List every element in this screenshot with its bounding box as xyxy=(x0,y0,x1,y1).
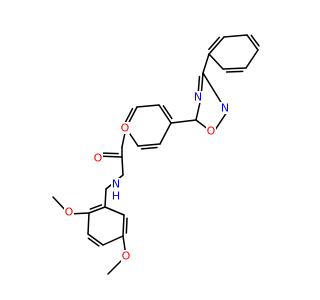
bond-b3-b4-second-line xyxy=(124,107,134,125)
atom-label-O-methoxy-lower: O xyxy=(122,250,131,263)
bond-a5-a6-second-line xyxy=(225,70,244,73)
bond-c2-c3 xyxy=(87,212,90,235)
bond-group xyxy=(52,34,260,275)
bond-b5-b6-second-line xyxy=(140,146,158,150)
bond-c5-c6 xyxy=(122,214,125,237)
bond-a6-a1 xyxy=(208,53,224,70)
bond-a1-a2 xyxy=(208,36,225,55)
bond-a5-a6 xyxy=(222,67,247,70)
bond-a2-a3 xyxy=(223,34,248,38)
bond-b1-b2 xyxy=(158,104,172,124)
bond-b2-b3 xyxy=(136,104,160,108)
bond-b6-b1 xyxy=(159,122,172,145)
bond-c1-c2 xyxy=(88,206,106,214)
bond-a3-a4-second-line xyxy=(250,34,260,47)
bond-Cc-Oc-second-line xyxy=(99,152,119,155)
bond-b5-b6 xyxy=(137,143,161,147)
atom-label-N-amide: N xyxy=(112,178,120,191)
bond-c3-c4-second-line xyxy=(87,237,100,247)
atom-label-O-carbonyl: O xyxy=(94,152,103,165)
atom-label-background xyxy=(220,102,230,114)
bond-c5-c6-second-line xyxy=(125,217,128,234)
atom-label-background xyxy=(193,91,203,103)
atom-label-H-amide: H xyxy=(112,190,120,203)
bond-c3-c4 xyxy=(87,233,104,246)
bond-a4-a5 xyxy=(245,49,259,69)
bond-b1-b2-second-line xyxy=(162,105,173,120)
atom-label-background xyxy=(111,178,121,190)
atom-label-background xyxy=(206,125,216,137)
atom-label-O-methoxy-upper: O xyxy=(65,206,74,219)
atom-label-background xyxy=(111,190,121,202)
bond-a1-a2-second-line xyxy=(208,36,221,51)
atom-label-N-ring-top: N xyxy=(194,91,202,104)
bond-Cc-Nam xyxy=(121,156,124,176)
bond-c6-c1 xyxy=(104,206,125,216)
atom-label-O-ring: O xyxy=(207,125,216,138)
atom-label-background xyxy=(64,206,74,218)
bond-r5-b1 xyxy=(170,119,197,124)
atom-label-N-ring-right: N xyxy=(221,102,229,115)
bond-c4-c5 xyxy=(102,235,124,246)
bond-a3-a4 xyxy=(246,34,259,51)
bond-c1-c2-second-line xyxy=(89,204,103,210)
bond-CH2b-c1 xyxy=(104,188,107,208)
atom-label-background xyxy=(120,122,130,134)
atom-label-background xyxy=(93,152,103,164)
atom-label-background xyxy=(121,250,131,262)
atom-label-O-ether: O xyxy=(121,122,130,135)
bond-a1-r3 xyxy=(202,53,210,74)
